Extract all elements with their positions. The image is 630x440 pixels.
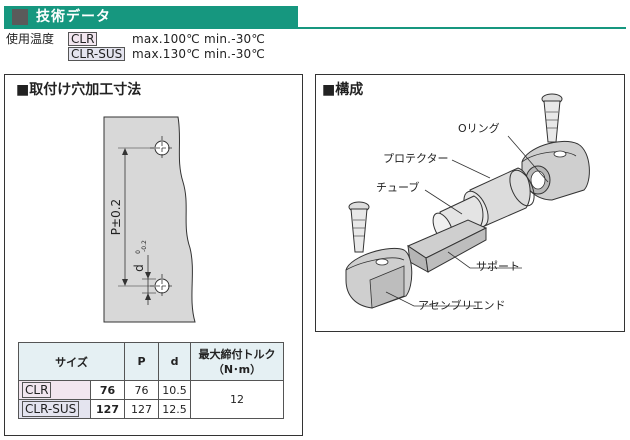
- row-p: 76: [124, 380, 159, 400]
- end-cap-left: [345, 247, 413, 309]
- header-torque: 最大締付トルク （N･m）: [190, 342, 284, 381]
- leader-oring: [507, 135, 549, 183]
- row-grade: CLR-SUS: [18, 399, 91, 419]
- row-grade: CLR: [18, 380, 91, 400]
- temperature-range-clr: max.100℃ min.-30℃: [132, 32, 266, 46]
- temperature-label: 使用温度: [6, 32, 55, 46]
- d-tolerance-lower: -0.2: [141, 240, 148, 252]
- table-header-row: サイズ P d 最大締付トルク （N･m）: [18, 342, 284, 381]
- d-tolerance-upper: 0: [135, 250, 142, 254]
- section-title: 技術データ: [36, 9, 111, 25]
- header-underline: [4, 27, 626, 29]
- d-arrow-top: [145, 272, 151, 279]
- d-label: d: [132, 264, 146, 272]
- dimension-table: サイズ P d 最大締付トルク （N･m） CLR 76 76 10.5 12 …: [18, 342, 284, 419]
- table-row: CLR-SUS 127 127 12.5: [18, 399, 284, 419]
- header-size: サイズ: [18, 342, 125, 381]
- row-size: 127: [90, 399, 125, 419]
- torque-value: 12: [190, 380, 284, 419]
- label-oring: Oリング: [458, 122, 500, 135]
- label-support: サポート: [476, 260, 520, 273]
- grade-tag-clr: CLR: [68, 32, 98, 46]
- pitch-arrow-top: [122, 148, 128, 155]
- label-protector: プロテクター: [383, 152, 449, 165]
- end-cap-right: [521, 140, 590, 201]
- grade-tag-clr-sus: CLR-SUS: [68, 47, 126, 61]
- row-p: 127: [124, 399, 159, 419]
- leader-assembly-end: [385, 291, 476, 307]
- screw-left: [348, 201, 370, 253]
- leader-support: [447, 251, 522, 269]
- header-torque-line2: （N･m）: [212, 362, 262, 376]
- leader-lines: [385, 135, 549, 307]
- mounting-title: ■取付け穴加工寸法: [16, 82, 142, 98]
- temperature-range-clr-sus: max.130℃ min.-30℃: [132, 47, 266, 61]
- support-part: [406, 219, 488, 273]
- pitch-label: P±0.2: [109, 199, 123, 235]
- label-tube: チューブ: [376, 181, 420, 194]
- screw-right: [541, 93, 563, 143]
- row-d: 10.5: [158, 380, 191, 400]
- header-marker: [12, 9, 28, 25]
- row-size: 76: [90, 380, 125, 400]
- row-grade-tag: CLR: [22, 382, 52, 398]
- header-p: P: [124, 342, 159, 381]
- composition-title: ■構成: [322, 82, 364, 98]
- label-assembly-end: アセンブリエンド: [418, 299, 506, 312]
- plate: [103, 116, 196, 323]
- table-row: CLR 76 76 10.5 12: [18, 380, 284, 419]
- section-header: 技術データ: [4, 6, 298, 28]
- d-arrow-bottom: [145, 293, 151, 300]
- row-d: 12.5: [158, 399, 191, 419]
- leader-protector: [451, 159, 491, 179]
- row-grade-tag: CLR-SUS: [22, 401, 80, 417]
- header-d: d: [158, 342, 191, 381]
- leader-tube: [424, 189, 463, 215]
- pitch-arrow-bottom: [122, 279, 128, 286]
- header-torque-line1: 最大締付トルク: [198, 347, 276, 361]
